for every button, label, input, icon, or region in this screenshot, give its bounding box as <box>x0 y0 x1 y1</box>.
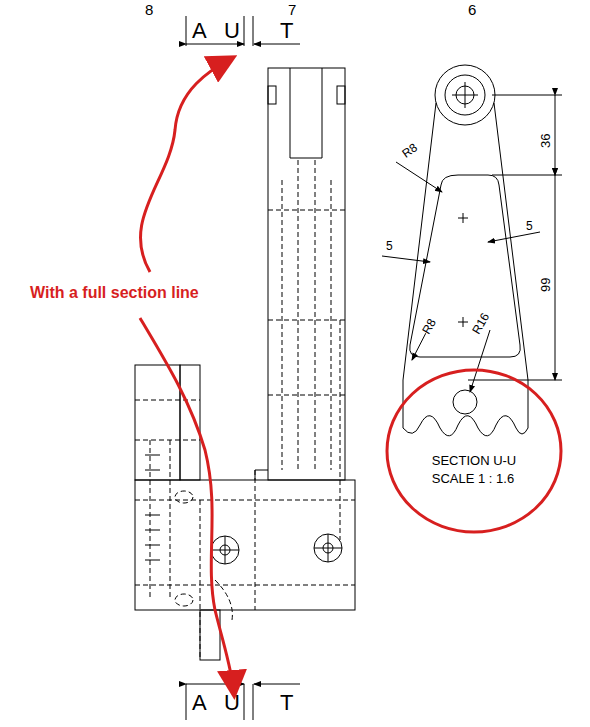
section-title: SECTION U-U <box>432 452 517 470</box>
annotation-note: With a full section line <box>30 285 199 301</box>
section-letter: A <box>192 20 207 42</box>
dimension-value: 99 <box>539 278 552 292</box>
zone-number: 8 <box>145 2 153 17</box>
dimension-value: 5 <box>386 240 393 252</box>
section-letter: U <box>224 20 240 42</box>
highlight-circle: SECTION U-USCALE 1 : 1.6 <box>385 368 563 534</box>
radius-dimension: R8 <box>400 141 419 160</box>
dimension-value: 5 <box>526 220 533 232</box>
zone-number: 7 <box>288 2 296 17</box>
section-letter: A <box>192 692 207 714</box>
radius-dimension: R8 <box>420 317 438 336</box>
radius-dimension: R16 <box>470 311 491 336</box>
zone-number: 6 <box>468 2 476 17</box>
scale-note: SCALE 1 : 1.6 <box>432 470 517 488</box>
dimension-value: 36 <box>539 134 552 148</box>
section-letter: T <box>280 20 293 42</box>
section-letter: T <box>280 692 293 714</box>
section-letter: U <box>224 692 240 714</box>
